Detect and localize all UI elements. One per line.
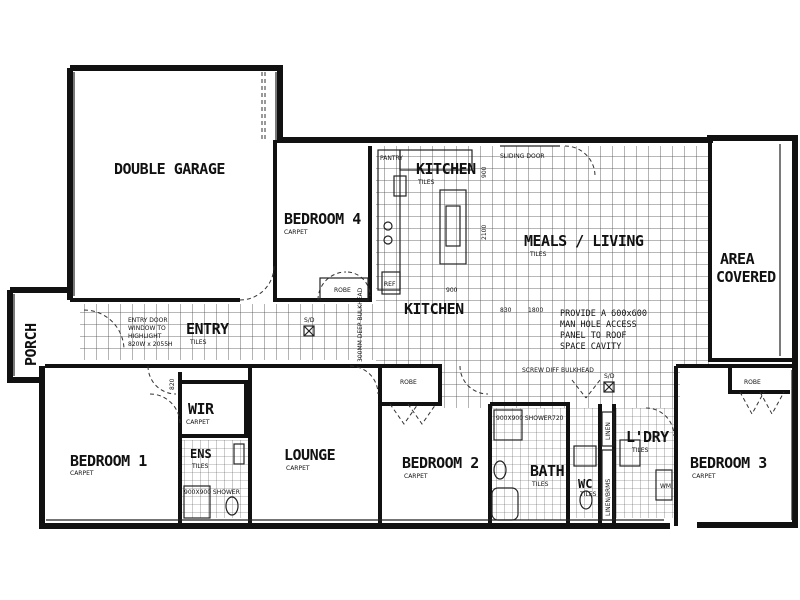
wm-label: WM (660, 483, 671, 490)
bedroom3-finish: CARPET (692, 473, 716, 480)
wc-label: WC (578, 477, 592, 491)
entry-door-note-4: 820W x 2055H (128, 341, 173, 348)
ens-finish: TILES (191, 463, 209, 470)
dim-2100: 2100 (481, 225, 488, 240)
doors (83, 145, 785, 437)
area-covered-label-2: COVERED (716, 268, 776, 286)
dim-900-top: 900 (481, 166, 488, 178)
bulkhead-vertical-label: 300MM DEEP BULKHEAD (357, 287, 364, 362)
bedroom4-finish: CARPET (284, 229, 308, 236)
bedroom2-label: BEDROOM 2 (402, 454, 479, 472)
bath-finish: TILES (531, 481, 549, 488)
dim-820: 820 (169, 378, 176, 390)
smoke-detector-icons (303, 325, 615, 393)
manhole-note-line-3: PANEL TO ROOF (560, 331, 627, 341)
ldry-label: L'DRY (626, 428, 669, 446)
window-details (13, 72, 793, 521)
kitchen-fixtures (319, 149, 473, 301)
interior-walls (45, 140, 795, 526)
bedroom2-finish: CARPET (404, 473, 428, 480)
ldry-finish: TILES (631, 447, 649, 454)
linen-label: LINEN (605, 422, 612, 440)
smoke-detector-label-entry: S/D (304, 317, 315, 324)
kitchen-mid-label: KITCHEN (404, 300, 464, 318)
fixture-labels: ROBE ROBE ROBE PANTRY SLIDING DOOR REF L… (128, 153, 761, 516)
bulkhead-label: SCREW DIFF BULKHEAD (522, 367, 594, 374)
kitchen-top-label: KITCHEN (416, 160, 476, 178)
entry-door-note-1: ENTRY DOOR (128, 317, 168, 324)
lounge-label: LOUNGE (284, 446, 336, 464)
meals-living-label: MEALS / LIVING (524, 232, 644, 250)
bath-label: BATH (530, 462, 565, 480)
ens-label: ENS (190, 447, 212, 461)
room-labels: DOUBLE GARAGE BEDROOM 4 CARPET KITCHEN T… (22, 160, 777, 498)
manhole-note-line-1: PROVIDE A 600x600 (560, 309, 647, 319)
ref-label: REF (384, 281, 396, 288)
entry-finish: TILES (189, 339, 207, 346)
dim-830: 830 (500, 307, 512, 314)
meals-living-finish: TILES (529, 251, 547, 258)
bathroom-fixtures (183, 409, 673, 521)
bedroom1-finish: CARPET (70, 470, 94, 477)
entry-door-note-3: HIGHLIGHT (128, 333, 162, 340)
robe-label-bed2: ROBE (400, 379, 417, 386)
robe-label-bed4: ROBE (334, 287, 351, 294)
entry-label: ENTRY (186, 320, 229, 338)
dim-720: 720 (552, 415, 564, 422)
dim-900-kitchen: 900 (446, 287, 458, 294)
entry-door-note-2: WINDOW TO (128, 325, 166, 332)
double-garage-label: DOUBLE GARAGE (114, 160, 225, 178)
pantry-label: PANTRY (380, 155, 403, 162)
tiled-floor-areas (80, 146, 712, 520)
kitchen-top-finish: TILES (417, 179, 435, 186)
area-covered-label-1: AREA (720, 250, 755, 268)
smoke-detector-label-hall: S/D (604, 373, 615, 380)
robe-label-bed3: ROBE (744, 379, 761, 386)
porch-label: PORCH (22, 323, 40, 366)
ens-shower-label: 900X900 SHOWER (184, 489, 240, 496)
bedroom3-label: BEDROOM 3 (690, 454, 767, 472)
bedroom4-label: BEDROOM 4 (284, 210, 361, 228)
wc-finish: TILES (579, 491, 597, 498)
dim-1800: 1800 (528, 307, 543, 314)
manhole-note-line-4: SPACE CAVITY (560, 342, 621, 352)
manhole-note-line-2: MAN HOLE ACCESS (560, 320, 637, 330)
wir-label: WIR (188, 400, 215, 418)
linen-brms-label: LINEN/BRMS (605, 479, 612, 516)
wir-finish: CARPET (186, 419, 210, 426)
lounge-finish: CARPET (286, 465, 310, 472)
bedroom1-label: BEDROOM 1 (70, 452, 147, 470)
sliding-door-label: SLIDING DOOR (500, 153, 545, 160)
manhole-note: PROVIDE A 600x600 MAN HOLE ACCESS PANEL … (560, 309, 647, 352)
dimension-labels: 900 2100 900 830 1800 820 720 (169, 166, 564, 422)
bath-shower-label: 900X900 SHOWER (496, 415, 552, 422)
